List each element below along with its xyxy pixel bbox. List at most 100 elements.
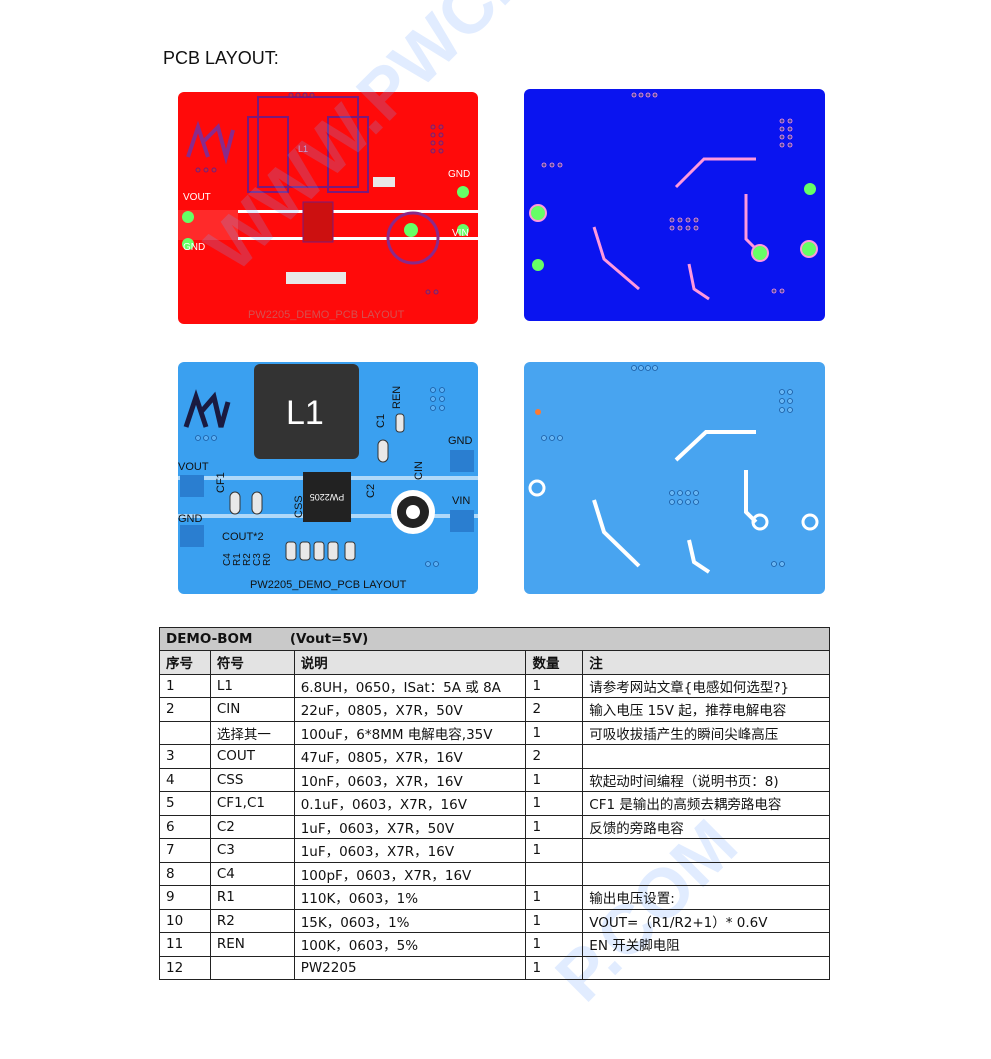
label-gnd-left: GND	[183, 242, 205, 253]
cell-description: 100pF，0603，X7R，16V	[293, 861, 527, 886]
cell-symbol: R2	[209, 908, 295, 933]
cell-symbol: COUT	[209, 744, 295, 769]
cell-symbol: C4	[209, 861, 295, 886]
cell-index	[159, 720, 211, 745]
label-gnd-right: GND	[448, 169, 470, 180]
label-vout-silk: VOUT	[178, 461, 209, 473]
cell-description: 0.1uF，0603，X7R，16V	[293, 791, 527, 816]
cell-quantity: 2	[525, 744, 584, 769]
label-cin: CIN	[413, 461, 425, 480]
cell-symbol: REN	[209, 932, 295, 957]
cell-quantity: 2	[525, 697, 584, 722]
cell-note	[582, 744, 830, 769]
section-title: PCB LAYOUT:	[163, 48, 279, 68]
label-ren: REN	[391, 386, 403, 409]
header-note: 注	[582, 650, 830, 675]
cell-quantity: 1	[525, 908, 584, 933]
cell-note: CF1 是输出的高频去耦旁路电容	[582, 791, 830, 816]
cell-description: 15K，0603，1%	[293, 908, 527, 933]
header-index: 序号	[159, 650, 211, 675]
cell-note: 反馈的旁路电容	[582, 814, 830, 839]
cell-description: 100K，0603，5%	[293, 932, 527, 957]
cell-quantity: 1	[525, 791, 584, 816]
cell-index: 12	[159, 955, 211, 980]
cell-note	[582, 838, 830, 863]
cell-index: 8	[159, 861, 211, 886]
header-quantity: 数量	[525, 650, 584, 675]
cell-symbol: C3	[209, 838, 295, 863]
label-css: CSS	[293, 495, 305, 518]
cell-description: 10nF，0603，X7R，16V	[293, 767, 527, 792]
cell-quantity	[525, 861, 584, 886]
bom-title-cell: DEMO-BOM (Vout=5V)	[159, 627, 830, 651]
cell-quantity: 1	[525, 932, 584, 957]
cell-description: 47uF，0805，X7R，16V	[293, 744, 527, 769]
cell-note: 输出电压设置:	[582, 885, 830, 910]
label-r1: R1	[232, 553, 243, 566]
cell-quantity: 1	[525, 838, 584, 863]
cell-note: 软起动时间编程（说明书页：8)	[582, 767, 830, 792]
label-r0: R0	[262, 553, 273, 566]
cell-symbol: CIN	[209, 697, 295, 722]
chip-label: PW2205	[310, 492, 345, 502]
cell-note	[582, 861, 830, 886]
cell-quantity: 1	[525, 767, 584, 792]
cell-description: 22uF，0805，X7R，50V	[293, 697, 527, 722]
cell-description: 1uF，0603，X7R，50V	[293, 814, 527, 839]
cell-index: 5	[159, 791, 211, 816]
label-c3: C3	[252, 553, 263, 566]
cell-description: 1uF，0603，X7R，16V	[293, 838, 527, 863]
cell-symbol: CF1,C1	[209, 791, 295, 816]
label-c2: C2	[365, 484, 377, 498]
pcb-top-copper-view: VOUT GND GND VIN L1 PW2205_DEMO_PCB LAYO…	[178, 92, 478, 324]
cell-quantity: 1	[525, 720, 584, 745]
label-vin: VIN	[452, 228, 469, 239]
cell-index: 4	[159, 767, 211, 792]
cell-index: 9	[159, 885, 211, 910]
inductor-l1-label: L1	[286, 394, 324, 432]
cell-description: 110K，0603，1%	[293, 885, 527, 910]
cell-index: 7	[159, 838, 211, 863]
cell-symbol: L1	[209, 673, 295, 698]
cell-description: 6.8UH，0650，ISat：5A 或 8A	[293, 673, 527, 698]
header-description: 说明	[293, 650, 527, 675]
bom-title: DEMO-BOM	[166, 631, 253, 647]
cell-symbol: 选择其一	[209, 720, 295, 745]
label-r2: R2	[242, 553, 253, 566]
cell-note: VOUT=（R1/R2+1）* 0.6V	[582, 908, 830, 933]
pcb-bottom-silkscreen-view	[524, 362, 825, 594]
cell-symbol: R1	[209, 885, 295, 910]
label-cf1: CF1	[215, 472, 227, 493]
header-symbol: 符号	[209, 650, 295, 675]
pcb-bottom-copper-view	[524, 89, 825, 321]
cell-quantity: 1	[525, 885, 584, 910]
cell-note: 输入电压 15V 起，推荐电解电容	[582, 697, 830, 722]
cell-description: 100uF，6*8MM 电解电容,35V	[293, 720, 527, 745]
label-c1: C1	[375, 414, 387, 428]
board-name-label: PW2205_DEMO_PCB LAYOUT	[248, 309, 405, 321]
board-name-silk: PW2205_DEMO_PCB LAYOUT	[250, 579, 407, 591]
cell-index: 2	[159, 697, 211, 722]
cell-index: 1	[159, 673, 211, 698]
cell-quantity: 1	[525, 955, 584, 980]
cell-symbol	[209, 955, 295, 980]
cell-index: 3	[159, 744, 211, 769]
cell-index: 6	[159, 814, 211, 839]
bom-title-row: DEMO-BOM (Vout=5V)	[159, 627, 830, 651]
cell-description: PW2205	[293, 955, 527, 980]
bom-header-row: 序号 符号 说明 数量 注	[159, 650, 830, 675]
cell-index: 10	[159, 908, 211, 933]
